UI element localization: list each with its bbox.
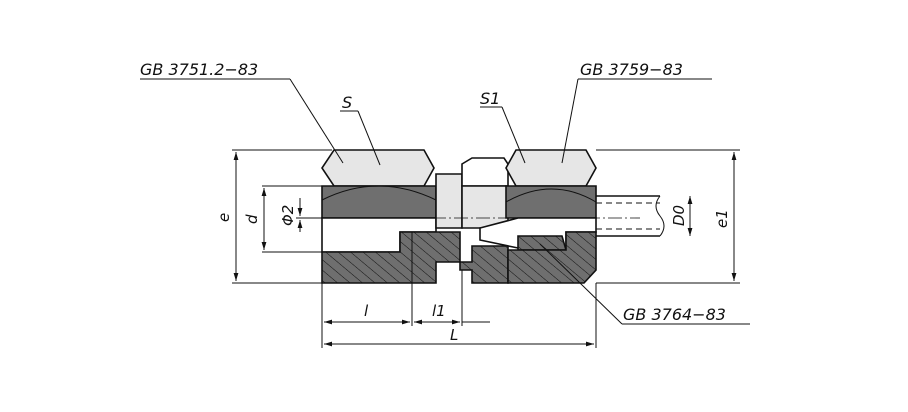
right-nut-top-face (505, 149, 597, 187)
label-phi2: Φ2 (279, 205, 297, 226)
label-l1: l1 (432, 302, 446, 320)
label-s: S (342, 93, 352, 112)
label-ferrule-standard: GB 3764−83 (623, 305, 726, 324)
right-nut-upper-band (505, 185, 597, 219)
label-d0: D0 (670, 205, 688, 226)
label-L: L (450, 326, 458, 344)
neck-hex-upper (461, 157, 509, 187)
label-e1: e1 (713, 209, 731, 228)
label-right-nut-standard: GB 3759−83 (580, 60, 683, 79)
label-left-nut-standard: GB 3751.2−83 (140, 60, 258, 79)
leaders (140, 78, 750, 325)
neck-upper (435, 173, 463, 229)
dimensions (232, 149, 740, 348)
left-nut-chamfer (321, 185, 437, 201)
label-e: e (215, 213, 233, 222)
right-nut-chamfer (505, 188, 597, 203)
label-d: d (243, 214, 261, 224)
tube-break (655, 195, 665, 237)
left-nut-upper-band (321, 185, 437, 219)
label-l: l (364, 302, 369, 320)
label-s1: S1 (480, 89, 500, 108)
left-nut-top-face (321, 149, 435, 187)
fitting-body (321, 149, 665, 284)
